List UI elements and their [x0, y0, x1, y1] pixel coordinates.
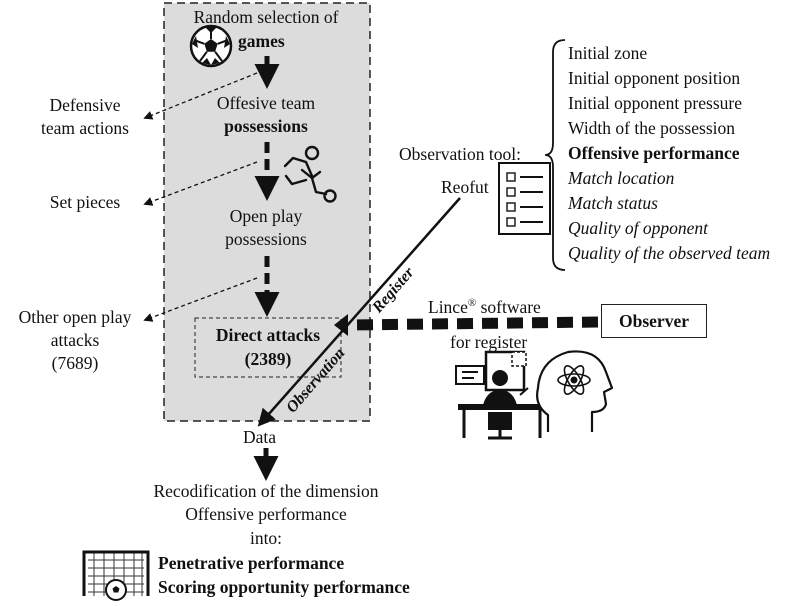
observer-label: Observer	[619, 310, 689, 331]
goal-net-icon	[82, 550, 150, 601]
defensive-team-actions-label: team actions	[41, 118, 129, 138]
checklist-icon	[498, 162, 551, 235]
random-selection-label: Random selection of	[193, 7, 339, 27]
scoring-opportunity-performance-label: Scoring opportunity performance	[158, 577, 410, 597]
variable-item: Match location	[568, 168, 675, 188]
direct-attacks-box	[194, 317, 342, 378]
variables-brace	[544, 39, 566, 271]
recodification-into-label: into:	[249, 528, 283, 548]
other-attacks-count: (7689)	[51, 353, 99, 373]
computer-workstation-icon	[455, 350, 546, 440]
direct-attacks-label: Direct attacks	[215, 325, 321, 345]
observation-register-arrow	[257, 197, 461, 427]
penetrative-performance-label: Penetrative performance	[158, 553, 345, 573]
for-register-label: for register	[450, 332, 528, 352]
possessions-label: possessions	[224, 116, 308, 136]
soccer-ball-icon	[189, 24, 233, 68]
recodification-dimension-label: Offensive performance	[185, 504, 347, 524]
variable-item-offensive-performance: Offensive performance	[568, 143, 740, 163]
direct-attacks-count: (2389)	[244, 349, 292, 369]
variable-item: Initial opponent position	[568, 68, 741, 88]
brain-head-icon	[536, 350, 614, 432]
data-label: Data	[243, 427, 277, 447]
open-play-label: Open play	[229, 206, 303, 226]
observer-box: Observer	[601, 304, 707, 338]
defensive-label: Defensive	[49, 95, 121, 115]
variable-item: Match status	[568, 193, 658, 213]
variable-item: Initial zone	[568, 43, 648, 63]
observer-arrowhead	[334, 314, 348, 336]
other-open-play-label: Other open play	[18, 307, 132, 327]
reofut-label: Reofut	[441, 177, 489, 197]
offensive-team-label: Offesive team	[216, 93, 316, 113]
observation-tool-label: Observation tool:	[399, 144, 521, 164]
observer-connector	[347, 316, 599, 331]
recodification-label: Recodification of the dimension	[153, 481, 379, 501]
variable-item: Initial opponent pressure	[568, 93, 742, 113]
lince-software-label: Lince® software	[428, 296, 541, 317]
open-play-possessions-label: possessions	[225, 229, 307, 249]
exclusion-arrows	[143, 72, 258, 322]
variable-item: Quality of opponent	[568, 218, 708, 238]
other-attacks-label: attacks	[50, 330, 100, 350]
running-player-icon	[283, 145, 337, 203]
variable-item: Width of the possession	[568, 118, 735, 138]
variable-item: Quality of the observed team	[568, 243, 771, 263]
set-pieces-label: Set pieces	[49, 192, 121, 212]
games-label: games	[238, 31, 285, 51]
